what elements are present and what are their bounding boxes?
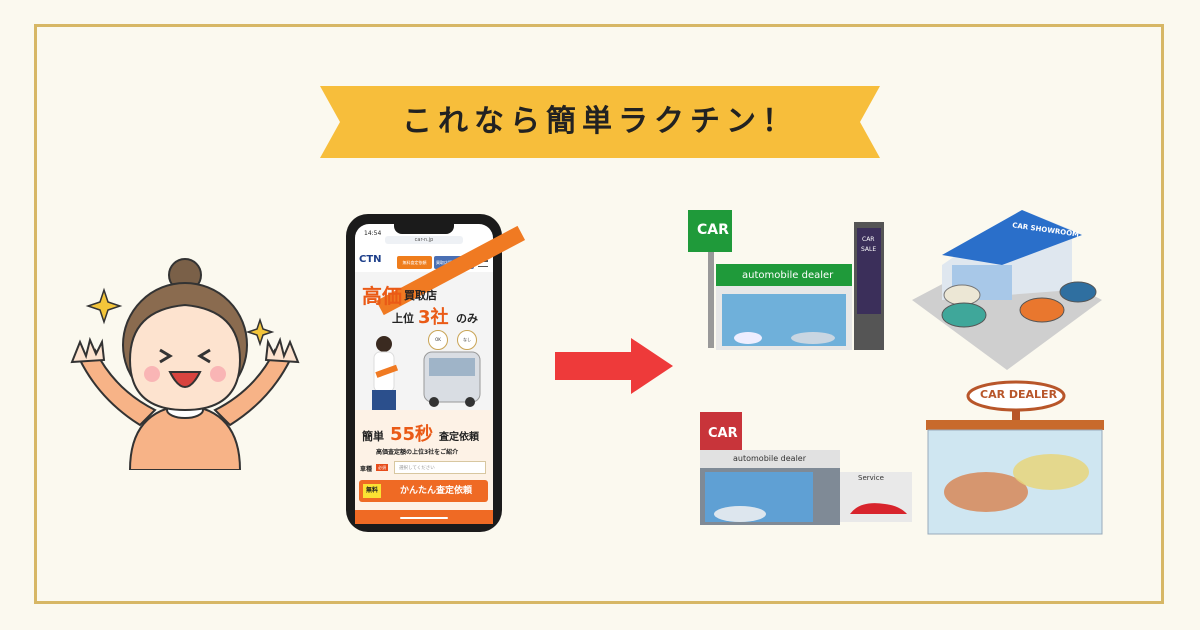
cta-subtext: 高価査定額の上位3社をご紹介 xyxy=(376,449,459,456)
quote-request-label: かんたん査定依頼 xyxy=(399,486,472,496)
rank-suffix: のみ xyxy=(456,312,478,325)
hero-big-text: 高価 xyxy=(362,284,402,308)
outer-frame xyxy=(34,24,1164,604)
home-indicator[interactable] xyxy=(400,517,448,519)
dealer-showroom-2 xyxy=(912,210,1102,370)
cta-prefix: 簡単 xyxy=(362,430,384,443)
hero-person-and-car xyxy=(372,336,481,410)
dealer-building-4 xyxy=(926,380,1104,535)
rank-prefix: 上位 xyxy=(392,312,414,325)
rank-big-text: 3社 xyxy=(418,307,449,328)
dealer3-sign: CAR xyxy=(708,426,738,441)
dealer3-service: Service xyxy=(858,474,884,482)
quote-request-button[interactable] xyxy=(359,480,488,502)
url-bar[interactable]: car-n.jp xyxy=(385,236,463,244)
right-arrow-icon xyxy=(555,338,673,394)
dealer4-sign: CAR DEALER xyxy=(980,388,1058,401)
dealer1-tower-top: CAR xyxy=(862,236,875,243)
dealer1-tower-bottom: SALE xyxy=(861,246,877,253)
dealer1-sign: CAR xyxy=(697,222,729,238)
banner-title: これなら簡単ラクチン！ xyxy=(402,104,798,139)
free-badge: 無料 xyxy=(363,484,381,498)
dealer-building-3 xyxy=(700,412,912,525)
badge-ok: OK xyxy=(428,330,448,350)
ribbon-banner xyxy=(320,86,880,158)
site-logo[interactable]: CTN xyxy=(359,254,382,265)
dealer1-banner: automobile dealer xyxy=(742,270,834,281)
required-badge: 必須 xyxy=(376,464,388,471)
happy-woman-illustration xyxy=(70,258,300,470)
dealer-building-1 xyxy=(688,210,884,350)
car-type-select[interactable]: 選択してください xyxy=(394,461,486,474)
cta-suffix: 査定依頼 xyxy=(439,432,479,443)
hero-small-text: 買取店 xyxy=(404,289,437,302)
field-label: 車種 xyxy=(360,466,373,473)
phone-notch xyxy=(394,222,454,234)
header-quote-button[interactable]: 無料査定依頼 xyxy=(397,256,432,269)
badge-none: なし xyxy=(457,330,477,350)
status-time: 14:54 xyxy=(364,230,382,237)
dealer3-banner: automobile dealer xyxy=(733,454,807,463)
cta-big-text: 55秒 xyxy=(390,424,434,445)
